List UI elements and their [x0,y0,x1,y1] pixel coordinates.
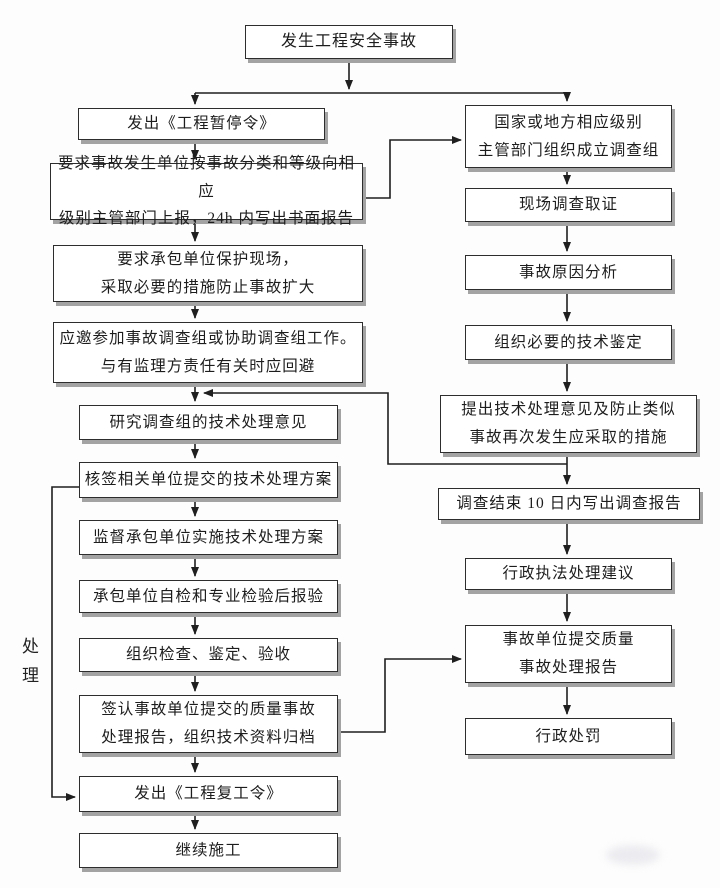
node-report-24h: 要求事故发生单位按事故分类和等级向相应 级别主管部门上报，24h 内写出书面报告 [50,155,363,227]
node-label: 应邀参加事故调查组或协助调查组工作。 与有监理方责任有关时应回避 [59,329,357,375]
node-label: 组织必要的技术鉴定 [494,333,643,351]
node-label: 继续施工 [175,841,242,859]
node-cause-analysis: 事故原因分析 [465,255,672,290]
node-protect-site: 要求承包单位保护现场， 采取必要的措施防止事故扩大 [53,245,363,302]
node-label: 要求事故发生单位按事故分类和等级向相应 级别主管部门上报，24h 内写出书面报告 [57,154,355,228]
connector-report-to-team [363,136,462,199]
node-technical-appraisal: 组织必要的技术鉴定 [465,325,672,360]
watermark [606,845,660,865]
node-label: 组织检查、鉴定、验收 [125,646,291,664]
node-label: 承包单位自检和专业检验后报验 [92,587,324,605]
node-label: 国家或地方相应级别 主管部门组织成立调查组 [477,113,660,159]
node-issue-resume-order: 发出《工程复工令》 [79,776,338,812]
node-label: 事故单位提交质量 事故处理报告 [502,631,635,676]
node-site-evidence: 现场调查取证 [465,188,672,222]
phase-label-handling: 处理 [19,637,38,695]
node-label: 发出《工程暂停令》 [127,115,276,133]
node-join-investigation: 应邀参加事故调查组或协助调查组工作。 与有监理方责任有关时应回避 [53,322,363,383]
node-investigation-report: 调查结束 10 日内写出调查报告 [438,488,700,520]
node-sign-archive-report: 签认事故单位提交的质量事故 处理报告，组织技术资料归档 [79,695,338,753]
node-organize-acceptance: 组织检查、鉴定、验收 [79,638,338,672]
connector-countersign-to-resume [51,486,79,801]
node-countersign-technical-plan: 核签相关单位提交的技术处理方案 [79,462,338,498]
node-enforcement-suggestion: 行政执法处理建议 [465,558,672,590]
node-label: 核签相关单位提交的技术处理方案 [84,471,333,489]
node-study-technical-opinions: 研究调查组的技术处理意见 [79,405,338,440]
node-contractor-inspection: 承包单位自检和专业检验后报验 [79,580,338,613]
node-label: 提出技术处理意见及防止类似 事故再次发生应采取的措施 [461,401,676,446]
node-label: 现场调查取证 [518,196,618,214]
connector-archive-to-submit [338,655,462,733]
node-label: 事故原因分析 [518,263,618,281]
node-continue-construction: 继续施工 [79,833,338,868]
node-label: 要求承包单位保护现场， 采取必要的措施防止事故扩大 [100,250,316,296]
connector-measures-to-study [203,389,567,465]
node-form-investigation-team: 国家或地方相应级别 主管部门组织成立调查组 [465,105,672,168]
node-administrative-penalty: 行政处罚 [465,718,672,755]
node-label: 行政处罚 [535,727,602,745]
node-label: 调查结束 10 日内写出调查报告 [456,495,682,513]
node-supervise-technical-plan: 监督承包单位实施技术处理方案 [79,520,338,555]
node-propose-measures: 提出技术处理意见及防止类似 事故再次发生应采取的措施 [440,395,697,453]
node-issue-stop-order: 发出《工程暂停令》 [78,108,325,140]
node-label: 行政执法处理建议 [502,565,635,583]
node-submit-quality-report: 事故单位提交质量 事故处理报告 [465,625,672,683]
node-accident-occurs: 发生工程安全事故 [245,25,453,59]
node-label: 研究调查组的技术处理意见 [109,413,308,431]
node-label: 发出《工程复工令》 [134,785,283,803]
node-label: 签认事故单位提交的质量事故 处理报告，组织技术资料归档 [101,701,316,746]
node-label: 监督承包单位实施技术处理方案 [92,528,324,546]
node-label: 发生工程安全事故 [280,32,417,50]
